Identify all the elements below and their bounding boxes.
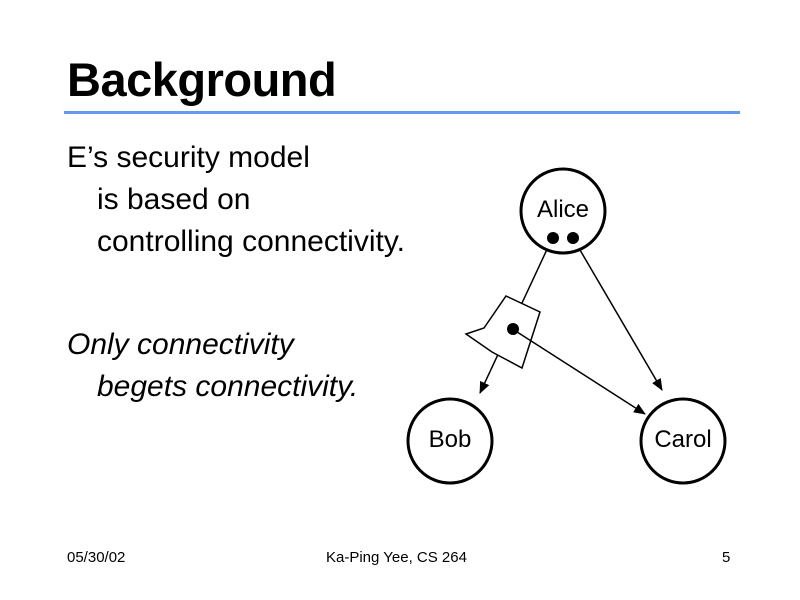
paragraph1-line3: controlling connectivity. bbox=[97, 225, 405, 258]
alice-reference-dot-1 bbox=[547, 232, 559, 244]
message-reference-dot bbox=[507, 323, 519, 335]
footer-page-number: 5 bbox=[722, 549, 731, 566]
node-alice-label: Alice bbox=[537, 196, 589, 223]
node-alice bbox=[519, 167, 607, 255]
paragraph2-line1: Only connectivity bbox=[67, 328, 294, 361]
node-bob bbox=[406, 397, 494, 485]
title-divider bbox=[64, 111, 740, 114]
footer-author: Ka-Ping Yee, CS 264 bbox=[326, 549, 467, 566]
paragraph-security-model: E’s security model is based on controlling… bbox=[67, 137, 405, 263]
paragraph2-line2: begets connectivity. bbox=[97, 370, 359, 403]
alice-reference-dot-2 bbox=[567, 232, 579, 244]
edge-message-to-carol bbox=[513, 329, 646, 415]
paragraph-connectivity: Only connectivity begets connectivity. bbox=[67, 324, 358, 408]
slide-title: Background bbox=[67, 53, 337, 106]
edge-alice-to-carol bbox=[579, 249, 663, 391]
message-envelope-shape bbox=[464, 295, 541, 370]
node-bob-label: Bob bbox=[429, 426, 472, 453]
footer-date: 05/30/02 bbox=[67, 549, 126, 566]
paragraph1-line1: E’s security model bbox=[67, 141, 310, 174]
node-carol-label: Carol bbox=[654, 426, 711, 453]
node-carol bbox=[639, 397, 727, 485]
paragraph1-line2: is based on bbox=[97, 183, 251, 216]
